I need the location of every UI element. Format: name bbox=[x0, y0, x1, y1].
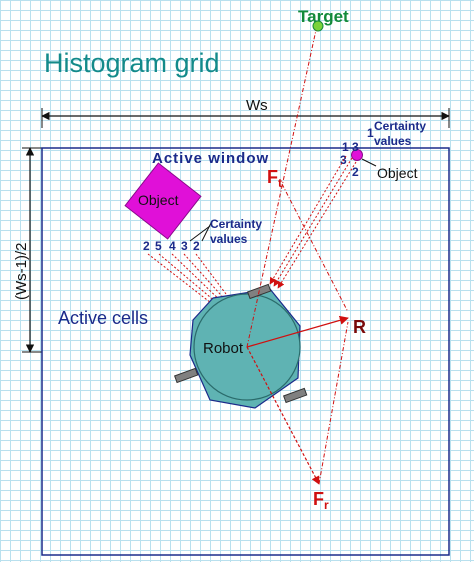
object-left-label: Object bbox=[138, 192, 179, 208]
robot-sensor-right bbox=[282, 387, 308, 404]
robot-label: Robot bbox=[203, 340, 244, 357]
target-point bbox=[312, 20, 324, 32]
diagram-title: Histogram grid bbox=[44, 48, 220, 78]
certainty-value: 1 bbox=[367, 126, 374, 140]
repulsive-force-letter: F bbox=[313, 489, 324, 509]
active-cells-label: Active cells bbox=[58, 308, 148, 328]
certainty-label-right-line1: Certainty bbox=[374, 119, 426, 133]
certainty-value: 2 bbox=[143, 239, 150, 253]
active-window-frame bbox=[41, 147, 450, 556]
repulsive-force-subscript: r bbox=[324, 498, 329, 512]
active-window-label: Active window bbox=[152, 150, 269, 167]
robot: Robot bbox=[173, 283, 308, 409]
parallelogram-side-lower bbox=[318, 321, 349, 485]
robot-sensor-left bbox=[173, 367, 199, 384]
ws-label: Ws bbox=[246, 97, 268, 114]
certainty-left-pointer-b bbox=[189, 225, 211, 242]
certainty-value: 2 bbox=[193, 239, 200, 253]
certainty-left-pointer-a bbox=[201, 220, 213, 242]
certainty-label-left-line2: values bbox=[210, 232, 248, 246]
certainty-value: 1 bbox=[342, 140, 349, 154]
object-left bbox=[124, 162, 202, 240]
resultant-label: R bbox=[353, 317, 366, 337]
object-right bbox=[351, 149, 363, 161]
repulsive-force-vector bbox=[246, 346, 320, 485]
certainty-value: 3 bbox=[181, 239, 188, 253]
certainty-value: 5 bbox=[155, 239, 162, 253]
repulsion-lines-right bbox=[269, 155, 357, 289]
certainty-value: 3 bbox=[352, 140, 359, 154]
target-force-subscript: t bbox=[278, 176, 282, 190]
resultant-vector bbox=[246, 315, 349, 348]
certainty-value: 2 bbox=[352, 165, 359, 179]
certainty-label-left-line1: Certainty bbox=[210, 217, 262, 231]
target-force-letter: F bbox=[267, 167, 278, 187]
repulsive-force-label: Fr bbox=[313, 489, 329, 512]
object-right-pointer bbox=[361, 158, 377, 167]
half-window-label: (Ws-1)/2 bbox=[13, 243, 30, 301]
certainty-value: 4 bbox=[169, 239, 176, 253]
parallelogram-side-upper bbox=[281, 183, 349, 313]
target-label: Target bbox=[298, 7, 349, 26]
object-right-label: Object bbox=[377, 165, 418, 181]
target-direction-line bbox=[246, 29, 317, 348]
certainty-label-right-line2: values bbox=[374, 134, 412, 148]
certainty-numbers-left: 2 5 4 3 2 bbox=[143, 239, 200, 253]
target-force-label: Ft bbox=[267, 167, 282, 190]
